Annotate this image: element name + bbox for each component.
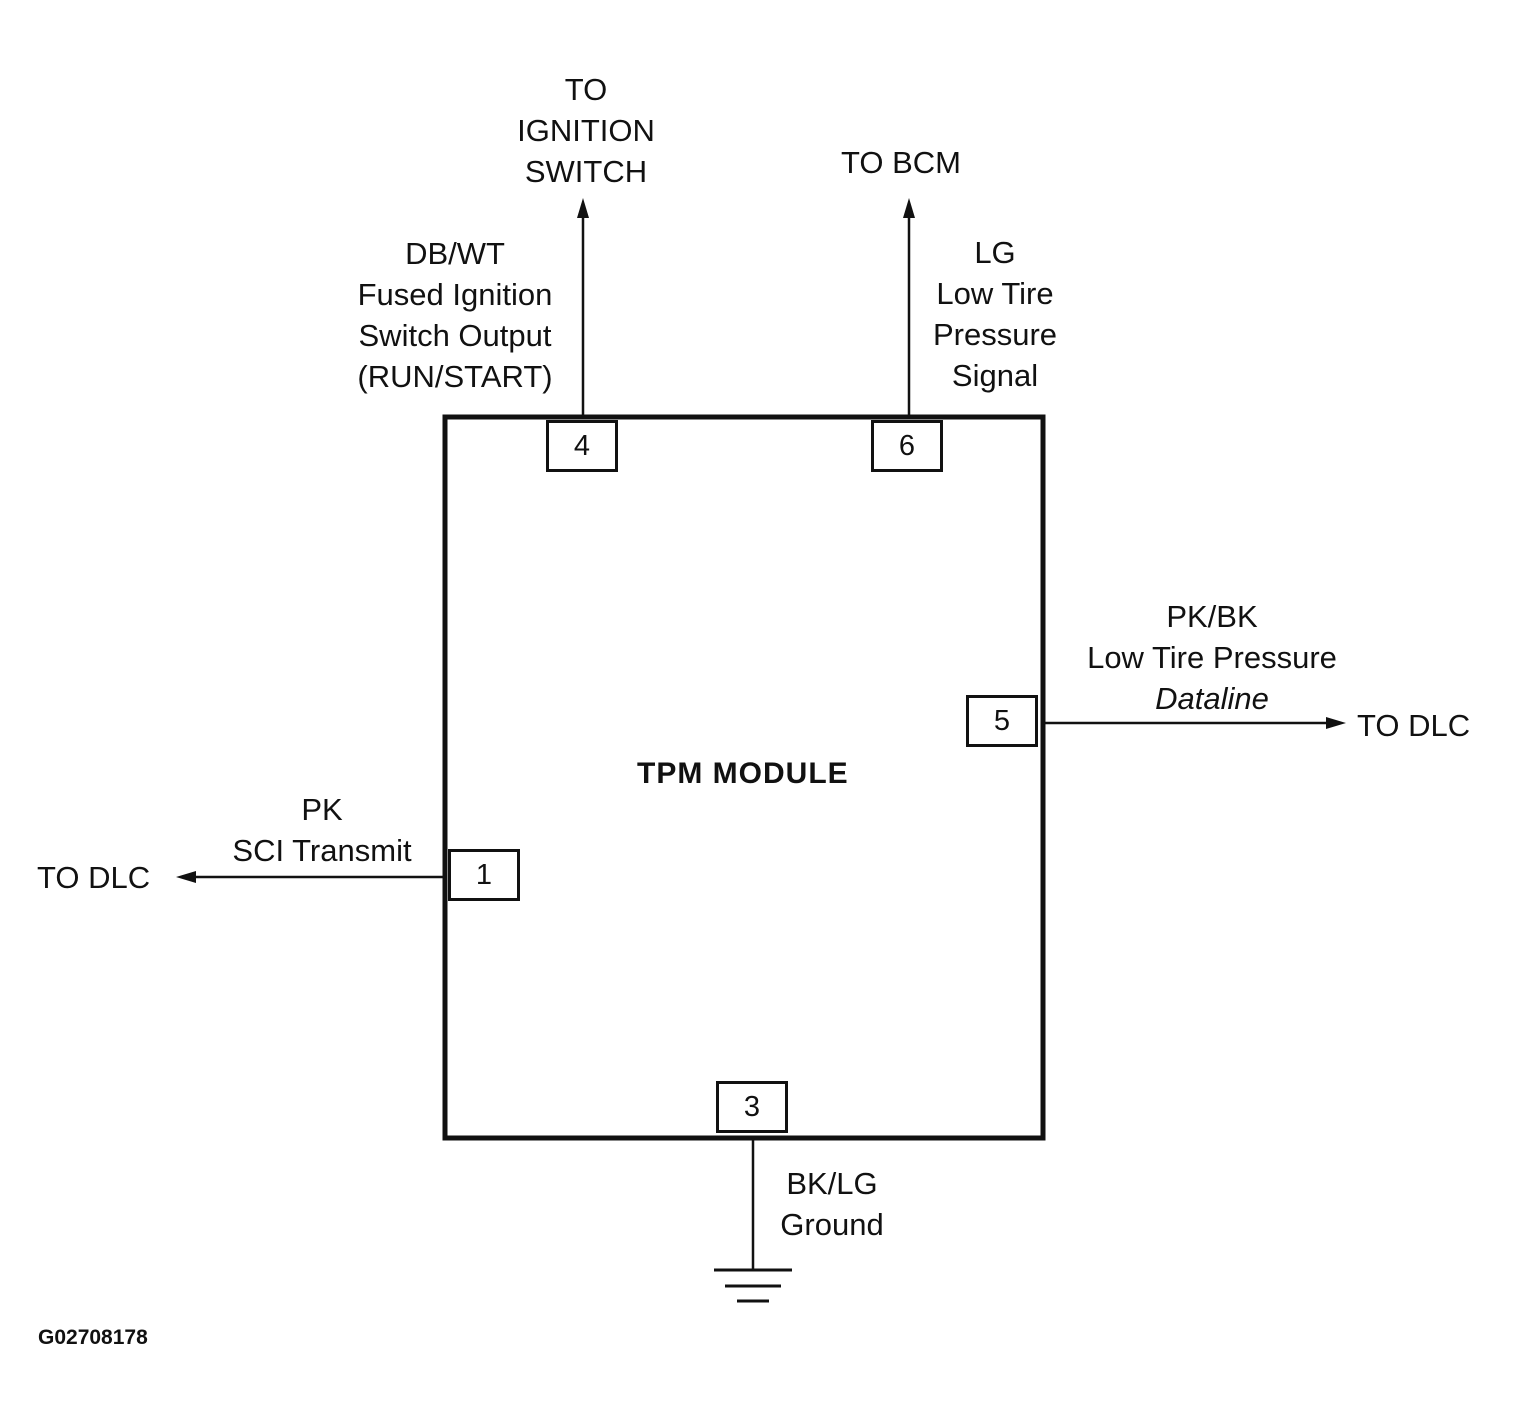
pin-5: 5 bbox=[966, 695, 1038, 747]
sci-wire-color: PK bbox=[301, 792, 343, 827]
sci-arrow-icon bbox=[176, 871, 196, 883]
ignition-wire-label: DB/WT Fused Ignition Switch Output (RUN/… bbox=[330, 233, 580, 397]
pin-3: 3 bbox=[716, 1081, 788, 1133]
dataline-destination: TO DLC bbox=[1357, 708, 1471, 743]
bcm-wire-color: LG bbox=[974, 235, 1016, 270]
sci-wire-label: PK SCI Transmit bbox=[212, 789, 432, 871]
ignition-wire-color: DB/WT bbox=[405, 236, 505, 271]
dataline-wire-color: PK/BK bbox=[1166, 599, 1258, 634]
bcm-arrow-icon bbox=[903, 198, 915, 218]
tpm-module-box bbox=[442, 414, 1046, 1141]
pin-4: 4 bbox=[546, 420, 618, 472]
ground-wire-label: BK/LG Ground bbox=[762, 1163, 902, 1245]
bcm-destination: TO BCM bbox=[841, 145, 961, 180]
pin-1: 1 bbox=[448, 849, 520, 901]
module-title: TPM MODULE bbox=[637, 757, 849, 790]
dataline-arrow-icon bbox=[1326, 717, 1346, 729]
pin-6: 6 bbox=[871, 420, 943, 472]
bcm-wire-label: LG Low Tire Pressure Signal bbox=[895, 232, 1095, 396]
figure-code: G02708178 bbox=[38, 1326, 148, 1349]
dataline-wire-label: PK/BK Low Tire Pressure Dataline bbox=[1062, 596, 1362, 719]
sci-destination: TO DLC bbox=[37, 860, 151, 895]
ignition-arrow-icon bbox=[577, 198, 589, 218]
ground-wire-color: BK/LG bbox=[786, 1166, 878, 1201]
ignition-destination: TO IGNITION SWITCH bbox=[517, 72, 655, 189]
ground-symbol-icon bbox=[714, 1268, 792, 1303]
